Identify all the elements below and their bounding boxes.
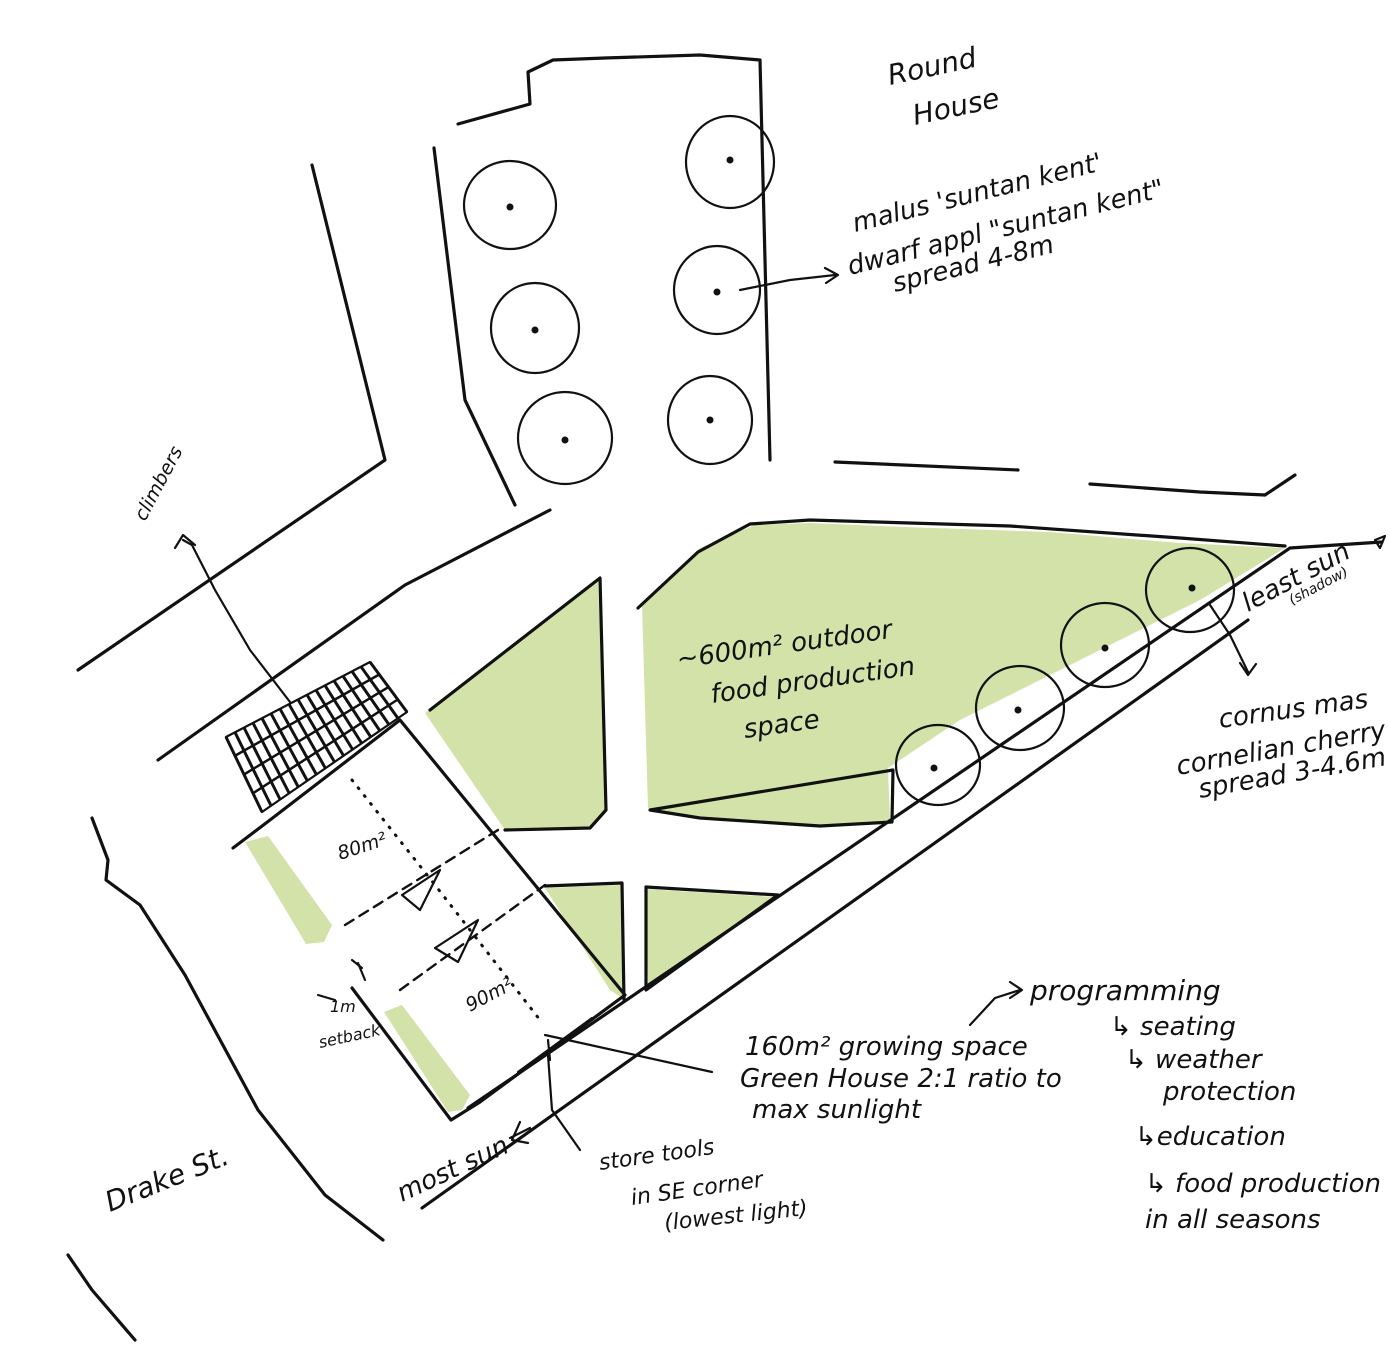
tree-malus-1: [462, 159, 558, 251]
label-programming: programming: [1029, 974, 1221, 1007]
malus-leader-arrow: [738, 266, 840, 292]
setback-dimension: [316, 958, 364, 1002]
planting-strip-north: [245, 836, 332, 944]
label-prog-2: ↳ weather: [1125, 1045, 1264, 1075]
drake-street-curb: [90, 816, 385, 1242]
label-bed-80: 80m²: [335, 828, 390, 865]
text-labels: Round House malus 'suntan kent' dwarf ap…: [100, 41, 1388, 1236]
tree-malus-6: [666, 374, 754, 466]
west-bed-outline: [428, 576, 608, 832]
dashed-line-upper: [343, 828, 500, 927]
programming-arrow: [968, 980, 1024, 1027]
trellis-rail: [252, 698, 399, 795]
greenhouse-symbol-upper: [400, 868, 442, 912]
triangle-beds-outline: [543, 881, 780, 1002]
label-most-sun: most sun: [392, 1131, 513, 1209]
tree-malus-4: [684, 114, 776, 210]
planting-area-triangle-right: [646, 889, 775, 985]
label-growing-1: 160m² growing space: [745, 1032, 1028, 1062]
tree-malus-3: [516, 390, 614, 486]
label-growing-3: max sunlight: [752, 1095, 922, 1125]
tree-cornus-3: [974, 664, 1066, 752]
site-linework: [66, 53, 1384, 1342]
label-round-house-1: Round: [885, 41, 980, 92]
trellis-hatch: [224, 661, 409, 813]
street-edge-north: [76, 163, 387, 672]
tree-cornus-1: [1144, 546, 1236, 634]
cornus-leader-arrow: [1208, 603, 1258, 677]
label-setback-2: setback: [317, 1020, 383, 1052]
label-round-house-2: House: [910, 81, 1003, 132]
dashed-line-lower: [398, 883, 547, 992]
climbers-arrow: [173, 533, 292, 704]
label-setback-1: 1m: [330, 997, 356, 1016]
planting-areas: [245, 523, 1285, 1112]
label-prog-1: ↳ seating: [1110, 1012, 1236, 1042]
trees: [462, 114, 1236, 807]
most-sun-arrow: [508, 1120, 532, 1145]
outdoor-area-outline: [636, 518, 1287, 828]
tree-cornus-2: [1059, 601, 1151, 689]
round-house-outline: [432, 53, 1297, 507]
tree-malus-2: [489, 281, 581, 375]
street-edge-south: [420, 618, 1250, 1210]
label-prog-3: protection: [1162, 1077, 1296, 1107]
trellis-rail: [234, 673, 380, 757]
label-prog-5: ↳ food production: [1145, 1169, 1381, 1199]
lower-left-curve: [66, 1253, 137, 1342]
label-store-1: store tools: [597, 1135, 716, 1176]
label-prog-6: in all seasons: [1145, 1205, 1321, 1235]
annotation-arrows: [173, 266, 1387, 1152]
planting-area-triangle-left: [545, 885, 622, 998]
store-tools-box: [516, 1016, 594, 1074]
store-tools-leader: [546, 1053, 582, 1152]
tree-malus-5: [672, 244, 762, 336]
label-street: Drake St.: [100, 1139, 233, 1218]
greenhouse-leader: [543, 1033, 714, 1074]
trellis-rail: [243, 685, 390, 776]
bed-divisions: [343, 778, 547, 1022]
planting-area-west-bed: [425, 580, 606, 830]
greenhouse-symbol-lower: [433, 918, 480, 964]
label-growing-2: Green House 2:1 ratio to: [740, 1064, 1062, 1094]
tree-cornus-4: [894, 723, 982, 807]
street-edge-middle: [156, 508, 552, 762]
growing-space-outline: [231, 718, 627, 1122]
planting-area-outdoor-food: [642, 523, 1285, 825]
planting-strip-south: [384, 1005, 470, 1112]
least-sun-arrow: [1373, 534, 1387, 550]
label-prog-4: ↳education: [1135, 1122, 1286, 1152]
label-climbers: climbers: [130, 442, 187, 524]
climber-trellis: [224, 660, 409, 814]
label-bed-90: 90m²: [462, 973, 517, 1016]
